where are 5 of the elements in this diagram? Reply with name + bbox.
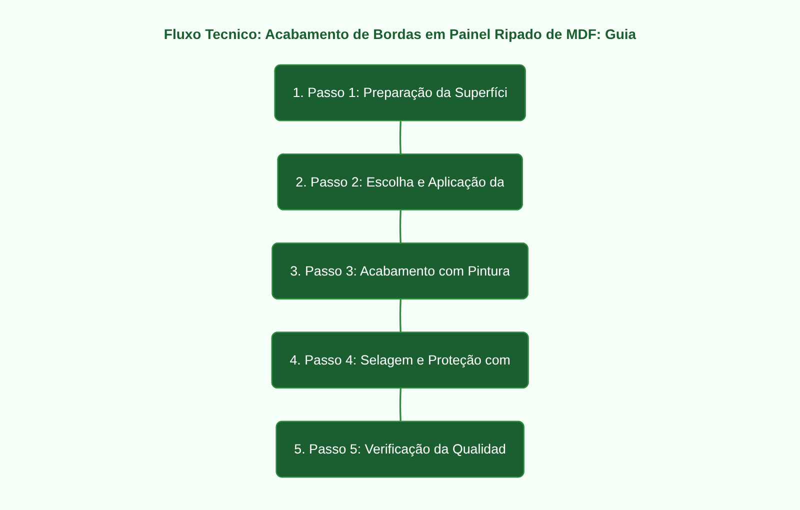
connector — [399, 388, 402, 422]
diagram-title: Fluxo Tecnico: Acabamento de Bordas em Painel Ripado de MDF: Guia — [162, 26, 638, 42]
connector — [399, 299, 402, 333]
connector — [399, 121, 402, 155]
connector — [399, 210, 402, 244]
